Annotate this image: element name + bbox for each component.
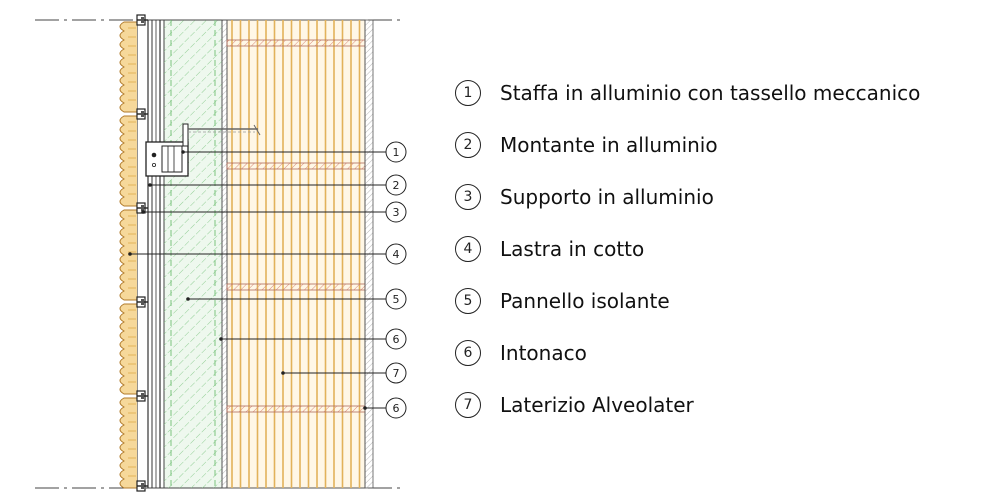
legend-item: 2 Montante in alluminio	[455, 130, 718, 160]
legend-number: 7	[455, 392, 481, 418]
legend-label: Staffa in alluminio con tassello meccani…	[500, 81, 921, 105]
legend-number: 2	[455, 132, 481, 158]
legend-label: Laterizio Alveolater	[500, 393, 694, 417]
aluminum-bracket	[145, 123, 261, 177]
legend-item: 3 Supporto in alluminio	[455, 182, 714, 212]
callout-6: 6	[219, 328, 407, 350]
callout-number: 2	[393, 179, 400, 192]
legend-number: 5	[455, 288, 481, 314]
support-clip	[136, 108, 148, 120]
callout-number: 3	[393, 206, 400, 219]
legend-label: Pannello isolante	[500, 289, 670, 313]
terracotta-slab	[119, 115, 138, 207]
callout-2: 2	[148, 174, 407, 196]
support-clip	[136, 480, 148, 492]
support-clip	[136, 296, 148, 308]
callout-7: 7	[281, 362, 407, 384]
aluminum-supports	[136, 14, 148, 492]
legend-label: Intonaco	[500, 341, 587, 365]
legend-item: 6 Intonaco	[455, 338, 587, 368]
callout-number: 6	[393, 402, 400, 415]
legend-label: Montante in alluminio	[500, 133, 718, 157]
terracotta-cladding	[119, 21, 138, 489]
callout-number: 5	[393, 293, 400, 306]
callout-5: 5	[186, 288, 407, 310]
support-clip	[136, 390, 148, 402]
support-clip	[136, 202, 148, 214]
legend-number: 4	[455, 236, 481, 262]
callout-4: 4	[128, 243, 407, 265]
callout-number: 4	[393, 248, 400, 261]
legend-number: 3	[455, 184, 481, 210]
terracotta-slab	[119, 397, 138, 489]
callout-1: 1	[181, 141, 407, 163]
callout-6: 6	[363, 397, 407, 419]
legend-item: 5 Pannello isolante	[455, 286, 670, 316]
callout-markers: 1 2 3 4 5 6 7 6	[128, 141, 407, 419]
legend-item: 4 Lastra in cotto	[455, 234, 644, 264]
callout-number: 7	[393, 367, 400, 380]
terracotta-slab	[119, 209, 138, 301]
legend-item: 1 Staffa in alluminio con tassello meccan…	[455, 78, 920, 108]
terracotta-slab	[119, 303, 138, 395]
terracotta-slab	[119, 21, 138, 113]
legend-label: Lastra in cotto	[500, 237, 645, 261]
legend-label: Supporto in alluminio	[500, 185, 714, 209]
legend-item: 7 Laterizio Alveolater	[455, 390, 694, 420]
callout-3: 3	[141, 201, 407, 223]
callout-number: 1	[393, 146, 400, 159]
legend-number: 6	[455, 340, 481, 366]
callout-number: 6	[393, 333, 400, 346]
legend-number: 1	[455, 80, 481, 106]
support-clip	[136, 14, 148, 26]
